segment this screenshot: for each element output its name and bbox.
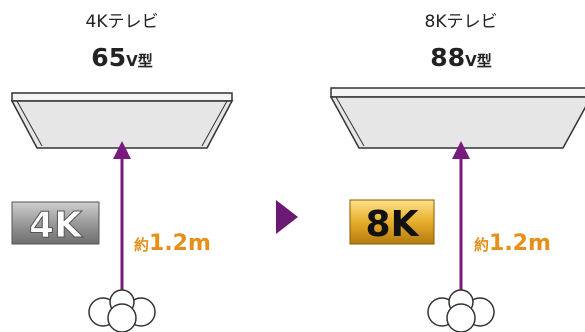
right-size-unit: V型 [465, 52, 492, 70]
right-distance-text: 約1.2m [474, 231, 551, 256]
left-size-number: 65 [91, 43, 126, 72]
right-tv-group: 8Kテレビ 88V型 8K 約1.2m [329, 12, 585, 332]
left-tv-icon [10, 92, 234, 149]
badge-8k: 8K [349, 199, 435, 245]
left-size-unit: V型 [126, 52, 153, 70]
badge-4k-text: 4K [29, 205, 83, 246]
left-distance-text: 約1.2m [134, 231, 211, 256]
left-distance-value: 1.2m [149, 231, 211, 256]
left-tv-size: 65V型 [91, 43, 152, 72]
right-size-number: 88 [430, 43, 465, 72]
right-tv-label: 8Kテレビ [425, 12, 498, 32]
right-tv-size: 88V型 [430, 43, 491, 72]
right-distance-arrow [452, 141, 470, 298]
left-tv-label: 4Kテレビ [86, 12, 159, 32]
right-viewer-head-icon [427, 289, 495, 332]
right-tv-icon [329, 87, 585, 149]
badge-4k: 4K [11, 201, 100, 247]
left-distance-arrow [113, 141, 131, 298]
left-distance-prefix: 約 [134, 236, 149, 254]
left-viewer-head-icon [88, 289, 156, 332]
right-distance-prefix: 約 [474, 236, 489, 254]
play-triangle-icon [276, 200, 298, 234]
badge-8k-text: 8K [366, 204, 420, 245]
left-tv-group: 4Kテレビ 65V型 4K 約1.2m [10, 12, 234, 332]
right-distance-value: 1.2m [489, 231, 551, 256]
